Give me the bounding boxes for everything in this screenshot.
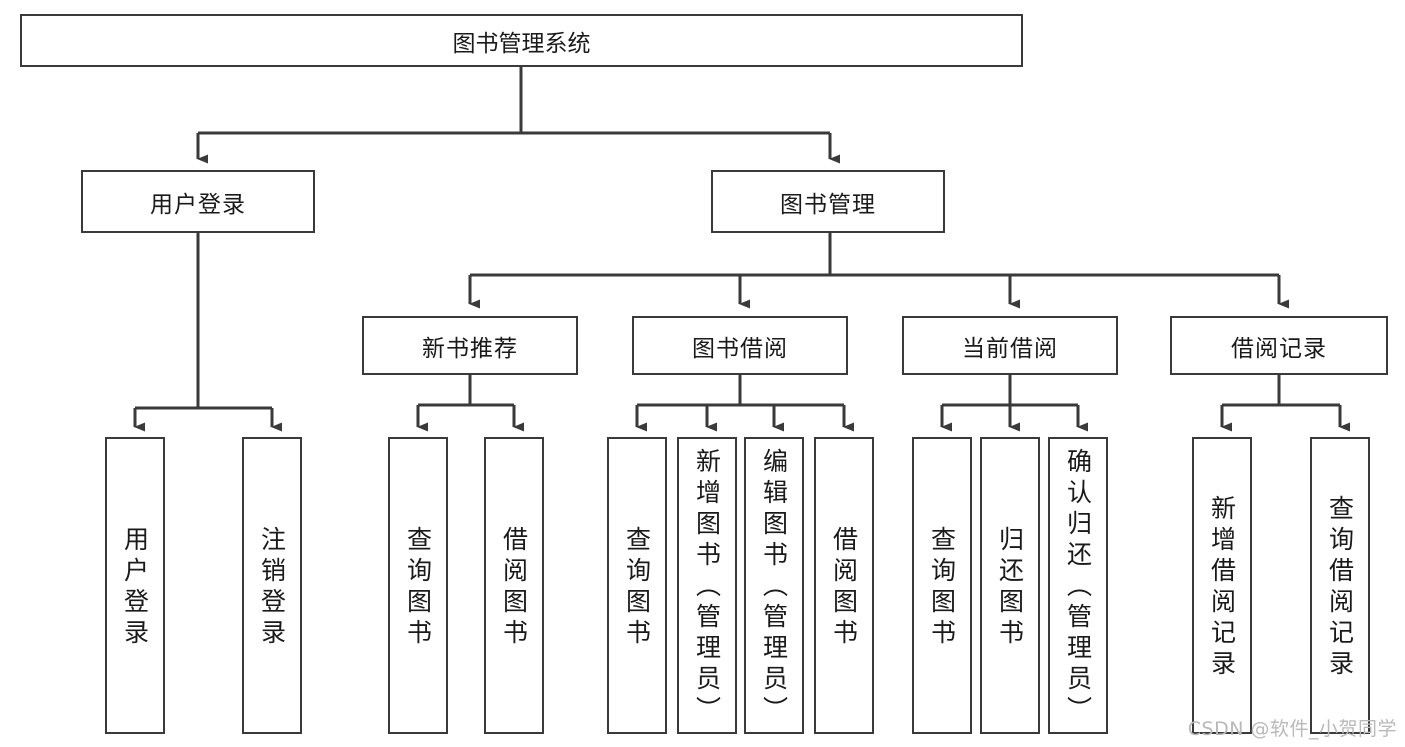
leaf-book-borrow-edit[interactable]: 编辑图书（管理员） — [744, 437, 804, 734]
leaf-label: 用户登录 — [120, 525, 150, 650]
leaf-current-borrow-return[interactable]: 归还图书 — [980, 437, 1040, 734]
leaf-label: 确认归还（管理员） — [1063, 448, 1093, 727]
node-root-label: 图书管理系统 — [452, 30, 591, 57]
node-new-book-recommend[interactable]: 新书推荐 — [362, 316, 578, 375]
leaf-new-book-query[interactable]: 查询图书 — [388, 437, 448, 734]
leaf-label: 借阅图书 — [499, 525, 529, 650]
node-borrow-record-label: 借阅记录 — [1231, 335, 1327, 362]
leaf-label: 借阅图书 — [829, 525, 859, 650]
leaf-book-borrow-query[interactable]: 查询图书 — [607, 437, 667, 734]
leaf-label: 新增借阅记录 — [1207, 494, 1237, 681]
leaf-new-book-borrow[interactable]: 借阅图书 — [484, 437, 544, 734]
leaf-current-borrow-query[interactable]: 查询图书 — [912, 437, 972, 734]
leaf-current-borrow-confirm-return[interactable]: 确认归还（管理员） — [1048, 437, 1108, 734]
node-user-login-label: 用户登录 — [150, 191, 246, 218]
node-borrow-record[interactable]: 借阅记录 — [1170, 316, 1388, 375]
leaf-user-login-login[interactable]: 用户登录 — [105, 437, 165, 734]
node-user-login[interactable]: 用户登录 — [81, 170, 315, 233]
leaf-label: 查询借阅记录 — [1325, 494, 1355, 681]
leaf-label: 查询图书 — [403, 525, 433, 650]
node-current-borrow[interactable]: 当前借阅 — [902, 316, 1118, 375]
node-current-borrow-label: 当前借阅 — [962, 335, 1058, 362]
leaf-label: 查询图书 — [622, 525, 652, 650]
leaf-label: 编辑图书（管理员） — [759, 448, 789, 727]
leaf-label: 新增图书（管理员） — [692, 448, 722, 727]
leaf-borrow-record-add[interactable]: 新增借阅记录 — [1192, 437, 1252, 734]
node-book-borrow[interactable]: 图书借阅 — [632, 316, 848, 375]
leaf-book-borrow-borrow[interactable]: 借阅图书 — [814, 437, 874, 734]
leaf-label: 查询图书 — [927, 525, 957, 650]
node-book-management-label: 图书管理 — [780, 191, 876, 218]
node-root[interactable]: 图书管理系统 — [20, 14, 1023, 67]
node-book-borrow-label: 图书借阅 — [692, 335, 788, 362]
leaf-borrow-record-query[interactable]: 查询借阅记录 — [1310, 437, 1370, 734]
leaf-label: 归还图书 — [995, 525, 1025, 650]
leaf-label: 注销登录 — [257, 525, 287, 650]
node-new-book-recommend-label: 新书推荐 — [422, 335, 518, 362]
leaf-book-borrow-add[interactable]: 新增图书（管理员） — [677, 437, 737, 734]
node-book-management[interactable]: 图书管理 — [711, 170, 945, 233]
leaf-user-login-logout[interactable]: 注销登录 — [242, 437, 302, 734]
csdn-watermark: CSDN @软件_小贺同学 — [1187, 718, 1397, 740]
